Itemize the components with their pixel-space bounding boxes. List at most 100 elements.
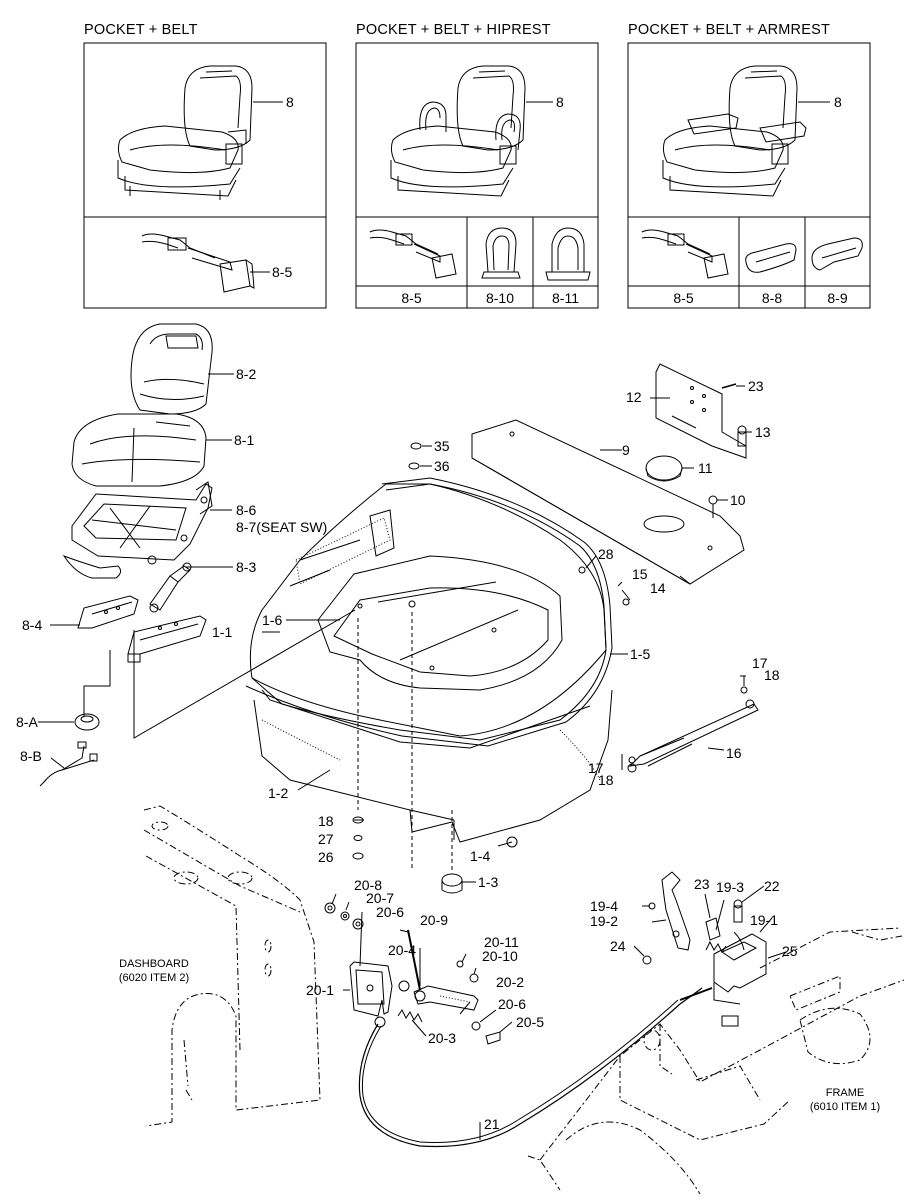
variant-panel-2 [356, 43, 598, 308]
callout-seat-frame: 8-6 [236, 502, 257, 518]
seat-sketch-1 [118, 66, 252, 200]
hood-leaders [262, 386, 752, 882]
callout-lever-bracket: 20-1 [306, 982, 335, 998]
callout-cable: 21 [484, 1116, 500, 1132]
callout-latch-nut: 24 [610, 938, 626, 954]
callout-lever-washer-d: 20-6 [498, 996, 527, 1012]
variant-1-title: POCKET + BELT [84, 22, 198, 38]
callout-lever-bolt: 20-9 [420, 912, 449, 928]
panel-leaders [250, 102, 830, 272]
grommet-8-A [75, 714, 99, 730]
callout-lever-nut-b: 20-10 [482, 948, 518, 964]
variant-2-option-3: 8-11 [552, 290, 579, 306]
harness-8-B [40, 742, 97, 786]
variant-panel-3 [628, 43, 870, 308]
dashboard-outline [144, 806, 320, 1126]
callout-lever-washer-b: 20-7 [366, 890, 395, 906]
armrest-8-8-sketch [746, 244, 796, 273]
callout-hood: 1-1 [212, 624, 233, 640]
callout-seal: 1-5 [630, 646, 651, 662]
variant-3-option-2: 8-8 [761, 290, 783, 306]
callout-washer-upper: 18 [764, 667, 780, 683]
variant-3-option-1: 8-5 [673, 290, 694, 306]
frame-outline [528, 928, 904, 1194]
callout-gas-spring: 16 [726, 745, 742, 761]
callout-washer-top: 36 [434, 458, 450, 474]
callout-insulation: 1-6 [262, 612, 283, 628]
callout-lever-nut-a: 20-8 [354, 877, 383, 893]
callout-clip-upper: 17 [752, 655, 768, 671]
rail-8-4 [78, 596, 206, 662]
hood-fasteners [353, 817, 517, 893]
callout-bolt-top: 13 [755, 424, 771, 440]
callout-rail: 8-4 [22, 617, 43, 633]
seat-sketch-2 [391, 66, 525, 196]
hiprest-8-11-sketch [546, 228, 590, 280]
callout-rubber: 1-3 [478, 874, 499, 890]
callout-latch-bracket: 19-1 [750, 912, 779, 928]
frame-reference-item: (6010 ITEM 1) [809, 1101, 881, 1113]
variant-3-title: POCKET + BELT + ARMREST [628, 22, 831, 38]
lever-arm-20-2 [414, 986, 478, 1010]
variant-2-seat-label: 8 [556, 94, 564, 110]
hiprest-8-10-sketch [482, 228, 520, 278]
lever-bracket-20-1 [350, 962, 392, 1016]
rear-plate-9 [472, 420, 744, 584]
callout-screw-top: 23 [748, 378, 764, 394]
backrest-8-2 [131, 324, 212, 414]
dashboard-reference-item: (6020 ITEM 2) [118, 972, 190, 984]
callout-lever-spring: 20-3 [428, 1030, 457, 1046]
callout-lever-pin: 20-4 [388, 942, 417, 958]
lever-spring-20-3 [398, 1010, 422, 1022]
belt-sketch-3 [642, 230, 728, 278]
bracket-12 [656, 364, 746, 458]
callout-clip-lower: 17 [588, 760, 604, 776]
lever-hardware [325, 903, 500, 1044]
dashboard-reference-name: DASHBOARD [119, 958, 189, 970]
seat-leaders [38, 374, 355, 768]
belt-sketch-2 [370, 230, 456, 278]
lower-cover-1-2 [254, 690, 612, 842]
variant-2-title: POCKET + BELT + HIPREST [356, 22, 551, 38]
small-hardware [409, 384, 746, 605]
cap-11 [646, 456, 682, 481]
callout-rear-plate: 9 [622, 442, 630, 458]
variant-3-option-3: 8-9 [827, 290, 848, 306]
callout-lower-cover: 1-2 [268, 785, 289, 801]
callout-cushion: 8-1 [234, 432, 255, 448]
variant-2-option-2: 8-10 [485, 290, 515, 306]
latch-hardware [643, 900, 744, 964]
callout-latch-pin: 19-4 [590, 898, 619, 914]
callout-plug: 35 [434, 438, 450, 454]
callout-bracket: 12 [626, 389, 642, 405]
cushion-8-1 [72, 414, 206, 486]
callout-bolt: 1-4 [470, 848, 491, 864]
seat-frame-8-6 [64, 482, 212, 578]
callout-seat-switch: 8-7(SEAT SW) [236, 519, 328, 535]
callout-grommet: 8-A [16, 714, 38, 730]
callout-washer-lower: 18 [598, 772, 614, 788]
variant-1-seat-label: 8 [286, 94, 294, 110]
latch-bracket-19-1 [714, 934, 766, 1026]
damper-8-3 [150, 563, 191, 612]
callout-nut: 28 [598, 546, 614, 562]
callout-latch-bolt: 22 [764, 878, 780, 894]
insulation-1-6 [296, 510, 394, 584]
callout-lever-washer-a: 20-6 [376, 904, 405, 920]
latch-hook-19-2 [662, 872, 690, 950]
belt-sketch-1 [142, 234, 254, 292]
callout-washer-b: 27 [318, 831, 334, 847]
armrest-8-9-sketch [812, 238, 862, 270]
callout-harness: 8-B [20, 748, 42, 764]
callout-cap: 11 [698, 460, 713, 476]
callout-cotter: 15 [632, 566, 648, 582]
cable-21 [359, 988, 712, 1147]
frame-reference-name: FRAME [825, 1087, 865, 1099]
callout-pin: 14 [650, 580, 666, 596]
callout-lever-washer-c: 20-11 [484, 934, 519, 950]
latch-leaders [634, 886, 786, 958]
hood-1-1 [250, 484, 606, 748]
callout-nut-b: 26 [318, 849, 334, 865]
variant-2-option-1: 8-5 [401, 290, 422, 306]
seal-1-5 [246, 478, 612, 746]
